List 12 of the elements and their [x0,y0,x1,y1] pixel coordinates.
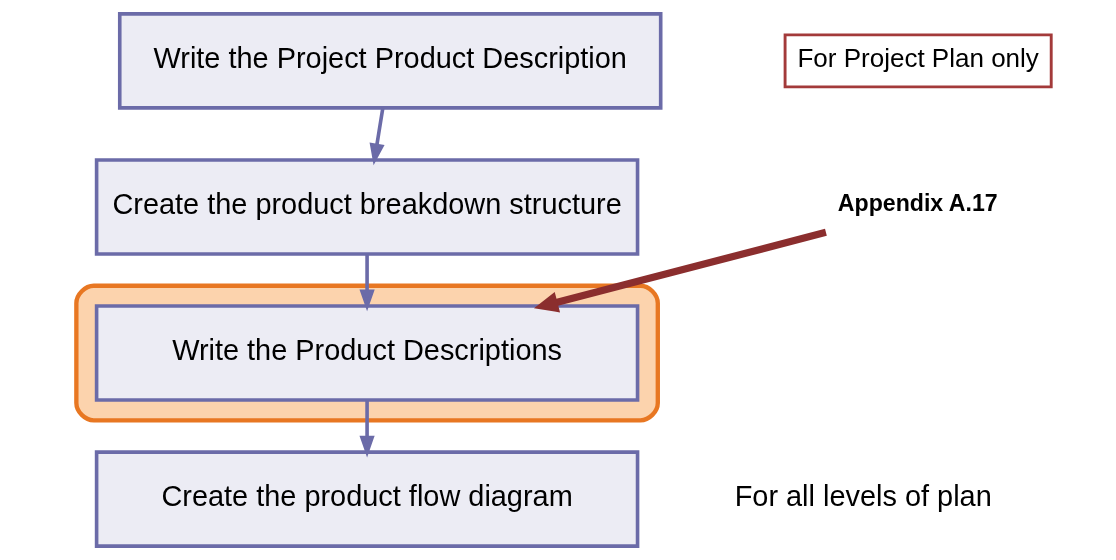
arrow [534,228,827,313]
node-box: Create the product breakdown structure [94,158,640,256]
node-box: For Project Plan only [783,33,1053,89]
node-box: Write the Project Product Description [117,12,663,110]
cluster [74,283,660,423]
node-box: Write the Product Descriptions [94,304,640,402]
arrow [369,107,385,166]
arrow [359,254,375,312]
node-text: Appendix A.17 [837,190,998,217]
arrow [359,400,375,458]
node-box: Create the product flow diagram [94,450,640,548]
label: For all levels of plan [734,480,992,513]
